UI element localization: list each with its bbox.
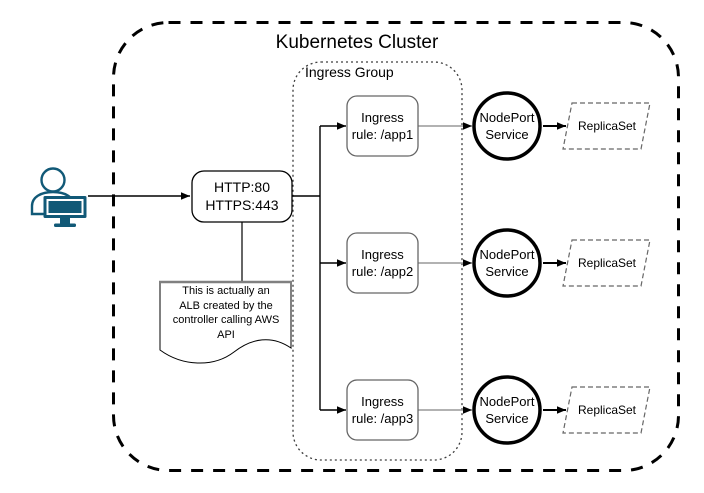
user-at-computer-icon xyxy=(30,167,87,227)
ingress-rule-node-3 xyxy=(346,379,419,441)
note-line: controller calling AWS xyxy=(172,314,280,326)
note-line: ALB created by the xyxy=(179,299,273,312)
loadbalancer-label-line2: HTTPS:443 xyxy=(205,197,279,213)
nodeport-service-node-1 xyxy=(472,91,542,161)
nodeport-service-label-3: NodePort Service xyxy=(473,393,541,427)
monitor-screen xyxy=(48,201,82,213)
ingress-rule-node-2 xyxy=(346,232,419,294)
ingress-label-line1: Ingress xyxy=(361,110,404,125)
ingress-label-line2: rule: /app1 xyxy=(351,127,414,142)
note-shape xyxy=(159,281,292,364)
note-line: This is actually an xyxy=(182,285,270,297)
nodeport-service-node-3 xyxy=(472,375,542,445)
ingress-rule-node-1 xyxy=(346,95,419,157)
replicaset-node-1 xyxy=(562,102,651,150)
nodeport-label-line2: Service xyxy=(485,411,529,426)
nodeport-label-line2: Service xyxy=(485,264,529,279)
monitor-base xyxy=(54,223,76,227)
kubernetes-cluster-border xyxy=(112,21,680,472)
nodeport-label-line1: NodePort xyxy=(479,247,535,262)
replicaset-node-3 xyxy=(562,386,651,434)
monitor-stand xyxy=(60,218,70,224)
replicaset-label-3: ReplicaSet xyxy=(577,403,637,417)
ingress-label-line2: rule: /app2 xyxy=(351,264,414,279)
ingress-label-line1: Ingress xyxy=(361,394,404,409)
ingress-label-line2: rule: /app3 xyxy=(351,411,414,426)
ingress-rule-label-2: Ingress rule: /app2 xyxy=(347,246,418,280)
replicaset-label-2: ReplicaSet xyxy=(577,256,637,270)
ingress-group-label: Ingress Group xyxy=(305,64,394,80)
replicaset-node-2 xyxy=(562,239,651,287)
loadbalancer-label-line1: HTTP:80 xyxy=(213,179,270,195)
ingress-rule-label-3: Ingress rule: /app3 xyxy=(347,393,418,427)
replicaset-label-1: ReplicaSet xyxy=(577,119,637,133)
ingress-label-line1: Ingress xyxy=(361,247,404,262)
note-text: This is actually an ALB created by the c… xyxy=(161,284,291,342)
nodeport-label-line1: NodePort xyxy=(479,394,535,409)
loadbalancer-node xyxy=(191,170,293,223)
note-line: API xyxy=(217,328,235,341)
ingress-rule-label-1: Ingress rule: /app1 xyxy=(347,109,418,143)
nodeport-label-line1: NodePort xyxy=(479,110,535,125)
nodeport-service-node-2 xyxy=(472,228,542,298)
nodeport-service-label-2: NodePort Service xyxy=(473,246,541,280)
cluster-title: Kubernetes Cluster xyxy=(275,32,439,53)
user-head xyxy=(40,167,66,193)
loadbalancer-label: HTTP:80 HTTPS:443 xyxy=(192,178,292,214)
nodeport-service-label-1: NodePort Service xyxy=(473,109,541,143)
ingress-group-border xyxy=(292,61,463,461)
nodeport-label-line2: Service xyxy=(485,127,529,142)
